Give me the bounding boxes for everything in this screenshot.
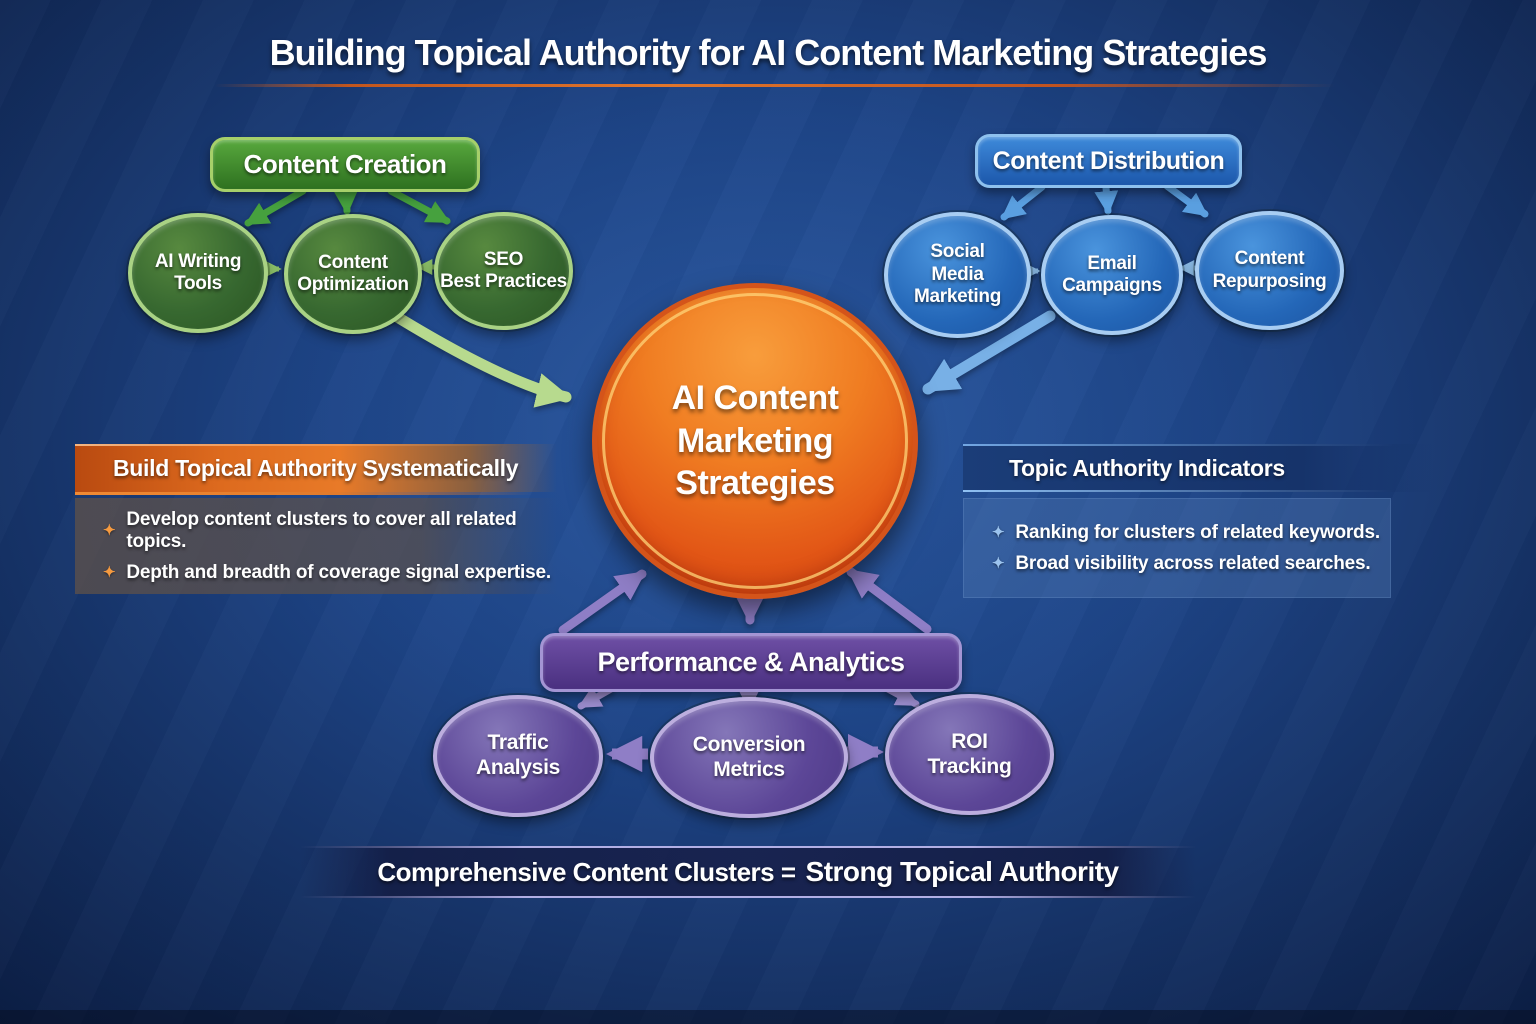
node-conversion-metrics: Conversion Metrics xyxy=(650,697,848,818)
node-ai-writing-tools: AI Writing Tools xyxy=(128,213,268,333)
node-content-optimization: Content Optimization xyxy=(284,214,422,334)
bullet-diamond-icon: ✦ xyxy=(103,564,116,581)
distribution-fan-arrows xyxy=(1000,182,1209,221)
bullet-text: Depth and breadth of coverage signal exp… xyxy=(126,561,551,583)
creation-to-center-arrow xyxy=(388,309,572,408)
left-panel-underline xyxy=(75,492,557,495)
performance-analytics-header: Performance & Analytics xyxy=(540,633,962,692)
left-panel-bullet: ✦ Develop content clusters to cover all … xyxy=(103,509,557,553)
node-roi-tracking: ROI Tracking xyxy=(885,694,1054,815)
right-panel-bullet: ✦ Broad visibility across related search… xyxy=(992,553,1390,575)
footer-banner: Comprehensive Content Clusters = Strong … xyxy=(300,846,1196,898)
page-title: Building Topical Authority for AI Conten… xyxy=(269,32,1268,73)
title-underline xyxy=(215,84,1335,87)
node-seo-best-practices: SEO Best Practices xyxy=(434,212,573,330)
right-panel-bullet: ✦ Ranking for clusters of related keywor… xyxy=(992,522,1390,544)
bullet-text: Ranking for clusters of related keywords… xyxy=(1015,521,1380,543)
bottom-edge-strip xyxy=(0,1010,1536,1024)
bullet-text: Broad visibility across related searches… xyxy=(1015,552,1371,574)
bullet-diamond-icon: ✦ xyxy=(103,522,116,539)
distribution-to-center-arrow xyxy=(922,310,1056,395)
content-creation-header: Content Creation xyxy=(210,137,480,192)
node-social-media-marketing: Social Media Marketing xyxy=(884,212,1031,338)
bullet-text: Develop content clusters to cover all re… xyxy=(126,508,517,552)
right-panel-title: Topic Authority Indicators xyxy=(963,444,1433,492)
left-panel-bullet: ✦ Depth and breadth of coverage signal e… xyxy=(103,562,557,584)
left-panel-body: ✦ Develop content clusters to cover all … xyxy=(75,498,557,594)
analytics-link-arrows xyxy=(605,733,885,773)
node-traffic-analysis: Traffic Analysis xyxy=(433,695,603,817)
node-ai-content-marketing-strategies: AI Content Marketing Strategies xyxy=(592,283,918,599)
node-content-repurposing: Content Repurposing xyxy=(1195,211,1344,330)
footer-prefix-text: Comprehensive Content Clusters = xyxy=(377,856,796,887)
right-panel-body: ✦ Ranking for clusters of related keywor… xyxy=(963,498,1391,598)
creation-fan-arrows xyxy=(244,187,451,227)
bullet-diamond-icon: ✦ xyxy=(992,524,1005,541)
footer-emphasis-text: Strong Topical Authority xyxy=(805,856,1120,887)
left-panel-title: Build Topical Authority Systematically xyxy=(75,444,557,492)
content-distribution-header: Content Distribution xyxy=(975,134,1242,188)
bullet-diamond-icon: ✦ xyxy=(992,555,1005,572)
node-email-campaigns: Email Campaigns xyxy=(1041,215,1183,335)
